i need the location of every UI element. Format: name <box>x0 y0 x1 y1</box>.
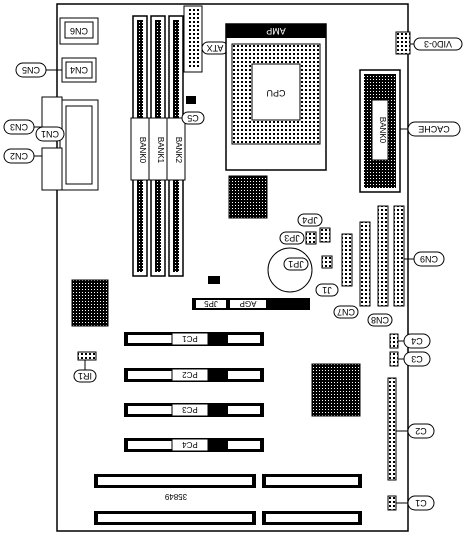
cn5-label: CN5 <box>22 65 40 75</box>
vid-jumpers: VID0-3 <box>395 31 463 55</box>
c2-header: C2 <box>387 377 435 481</box>
cn4-label: CN4 <box>70 65 88 75</box>
jp4-label: JP4 <box>302 215 318 225</box>
pc3-label: PC3 <box>182 405 198 414</box>
j1-label: J1 <box>322 285 332 295</box>
ide-headers: CN7 CN8 CN9 <box>333 205 445 327</box>
agp-label: AGP <box>240 299 257 308</box>
c1-label: C1 <box>415 498 427 508</box>
cn2-label: CN2 <box>10 151 28 161</box>
c5-label: C5 <box>187 113 199 123</box>
board-code: 35849 <box>164 492 187 501</box>
isa-slots: 35849 <box>94 474 362 525</box>
cn7-label: CN7 <box>337 307 355 317</box>
pci-slot-2: PC2 <box>124 368 264 382</box>
amp-label: AMP <box>266 26 286 36</box>
ir1-label: IR1 <box>78 371 92 381</box>
cn6-connector: CN6 <box>59 17 99 45</box>
chipset-south <box>311 363 361 417</box>
jumper-area: JP4 JP3 JP1 J1 <box>267 213 353 297</box>
cache-bank-label: BANK0 <box>378 117 387 144</box>
chipset-io <box>71 279 109 327</box>
c2-label: C2 <box>415 426 427 436</box>
cn1-connector: CN1 <box>35 96 99 191</box>
cpu-socket: AMP CPU <box>225 23 327 171</box>
ir1-header: IR1 <box>73 351 97 383</box>
vid-label: VID0-3 <box>424 39 452 49</box>
cn8-label: CN8 <box>371 315 389 325</box>
pci-slot-1: PC1 <box>124 332 264 346</box>
cn3-callout: CN3 <box>3 119 42 135</box>
c3-label: C3 <box>411 354 423 364</box>
cn4-connector: CN4 <box>61 57 97 83</box>
cn9-label: CN9 <box>420 254 438 264</box>
cn3-label: CN3 <box>10 122 28 132</box>
pc1-label: PC1 <box>182 334 198 343</box>
dimm-slots: BANK0 BANK1 BANK2 <box>130 15 186 277</box>
jp3-label: JP3 <box>284 233 300 243</box>
pci-slot-4: PC4 <box>124 438 264 452</box>
c4-jumper: C4 <box>389 333 431 349</box>
cache-module: BANK0 CACHE <box>359 69 461 193</box>
bank0-label: BANK0 <box>138 137 147 164</box>
cpu-label: CPU <box>266 88 285 98</box>
jp1-label: JP1 <box>288 259 304 269</box>
cn2-callout: CN2 <box>3 148 42 164</box>
c1-jumper: C1 <box>387 495 435 511</box>
atx-label: ATX <box>207 43 224 53</box>
pc4-label: PC4 <box>182 440 198 449</box>
pci-slot-3: PC3 <box>124 403 264 417</box>
cache-label: CACHE <box>418 124 450 134</box>
c4-label: C4 <box>411 336 423 346</box>
chipset-north <box>228 175 268 219</box>
cn1-label: CN1 <box>41 129 59 139</box>
c3-jumper: C3 <box>389 351 431 367</box>
pc2-label: PC2 <box>182 370 198 379</box>
agp-slot: JP5 AGP <box>192 276 310 310</box>
cn5-callout: CN5 <box>15 62 62 78</box>
bank2-label: BANK2 <box>174 137 183 164</box>
bank1-label: BANK1 <box>156 137 165 164</box>
c5-jumper: C5 <box>181 96 205 125</box>
cn6-label: CN6 <box>70 26 88 36</box>
jp5-label: JP5 <box>204 299 218 308</box>
atx-connector: ATX <box>183 5 229 73</box>
